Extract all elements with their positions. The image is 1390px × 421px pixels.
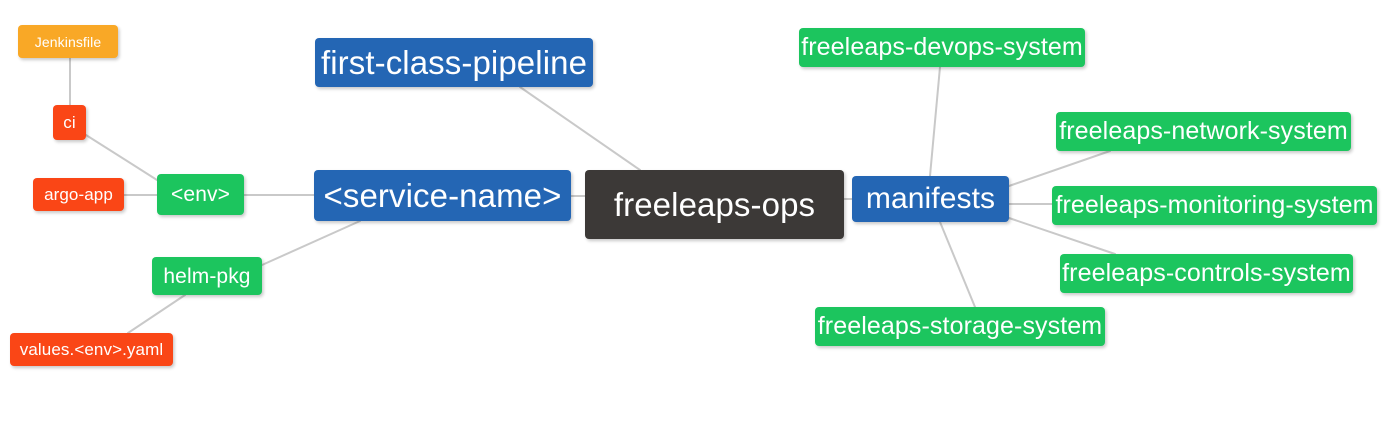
node-label-ci: ci — [63, 113, 76, 132]
node-freeleaps-devops-system[interactable]: freeleaps-devops-system — [799, 28, 1085, 67]
node-manifests[interactable]: manifests — [852, 176, 1009, 222]
node-freeleaps-monitoring-system[interactable]: freeleaps-monitoring-system — [1052, 186, 1377, 225]
node-ci[interactable]: ci — [53, 105, 86, 140]
node-service-name[interactable]: <service-name> — [314, 170, 571, 221]
node-label-freeleaps-network-system: freeleaps-network-system — [1059, 117, 1348, 145]
node-label-first-class-pipeline: first-class-pipeline — [320, 44, 588, 81]
node-label-freeleaps-ops: freeleaps-ops — [613, 186, 816, 223]
node-label-freeleaps-controls-system: freeleaps-controls-system — [1062, 259, 1351, 287]
node-values-env-yaml[interactable]: values.<env>.yaml — [10, 333, 173, 366]
node-label-service-name: <service-name> — [323, 177, 562, 214]
node-label-freeleaps-devops-system: freeleaps-devops-system — [801, 33, 1083, 61]
node-freeleaps-network-system[interactable]: freeleaps-network-system — [1056, 112, 1351, 151]
node-label-freeleaps-monitoring-system: freeleaps-monitoring-system — [1055, 191, 1374, 219]
node-label-jenkinsfile: Jenkinsfile — [34, 33, 102, 50]
node-label-freeleaps-storage-system: freeleaps-storage-system — [817, 312, 1103, 340]
node-jenkinsfile[interactable]: Jenkinsfile — [18, 25, 118, 58]
node-freeleaps-ops[interactable]: freeleaps-ops — [585, 170, 844, 239]
node-label-argo-app: argo-app — [44, 185, 113, 204]
node-argo-app[interactable]: argo-app — [33, 178, 124, 211]
node-first-class-pipeline[interactable]: first-class-pipeline — [315, 38, 593, 87]
node-freeleaps-storage-system[interactable]: freeleaps-storage-system — [815, 307, 1105, 346]
node-freeleaps-controls-system[interactable]: freeleaps-controls-system — [1060, 254, 1353, 293]
node-label-helm-pkg: helm-pkg — [163, 264, 251, 288]
node-env[interactable]: <env> — [157, 174, 244, 215]
node-label-values-env-yaml: values.<env>.yaml — [19, 340, 164, 359]
node-helm-pkg[interactable]: helm-pkg — [152, 257, 262, 295]
node-label-env: <env> — [171, 183, 230, 206]
node-label-manifests: manifests — [865, 182, 996, 215]
